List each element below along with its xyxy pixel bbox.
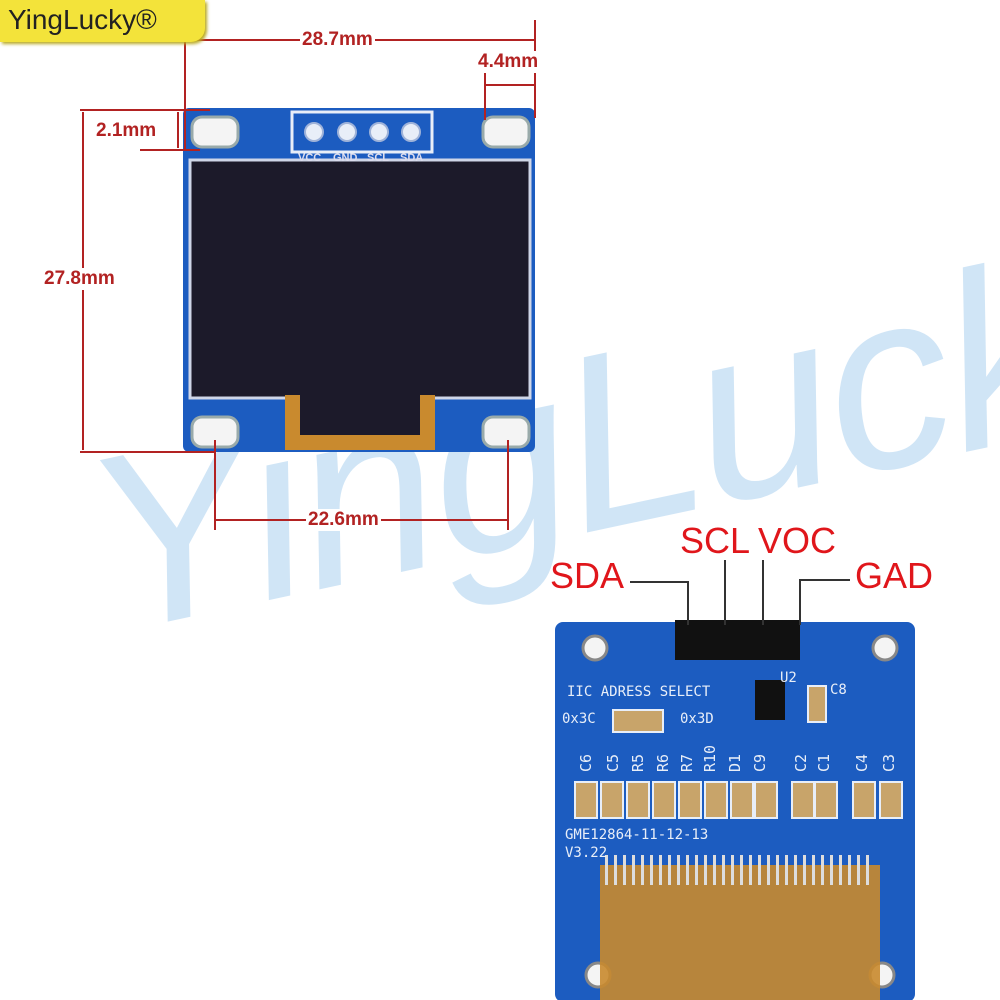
silk-component: R7 [678,753,696,772]
silk-component: C1 [815,753,833,772]
silk-component: D1 [726,753,744,772]
label-sda: SDA [550,555,625,596]
silk-address-title: IIC ADRESS SELECT [567,684,711,700]
label-gad: GAD [855,555,934,596]
u2-chip [755,680,785,720]
silk-component: C5 [604,753,622,772]
mount-hole [581,634,609,662]
silk-u2: U2 [780,670,797,686]
silk-model: GME12864-11-12-13 [565,827,709,843]
flex-connector [600,865,880,1000]
dim-hole-offset-x: 4.4mm [476,51,541,73]
pin-sda [401,122,421,142]
silk-component: C4 [853,753,871,772]
front-pin-label: VCC [298,152,322,164]
pin-vcc [304,122,324,142]
header-outline [290,110,434,154]
silk-addr-a: 0x3C [562,711,596,727]
leader-lines [630,560,850,625]
front-pin-label: SDA [400,152,424,164]
silk-component: C2 [792,753,810,772]
silk-component: R5 [629,753,647,772]
silk-component: R10 [701,744,719,772]
silk-component: C9 [751,753,769,772]
label-voc: VOC [758,520,837,561]
mount-hole [481,415,531,449]
dim-height: 27.8mm [42,268,117,290]
pin-scl [369,122,389,142]
dim-width: 28.7mm [300,29,375,51]
pin-gnd [337,122,357,142]
brand-logo: YingLucky® [0,0,205,42]
smd-components [574,685,903,819]
dim-hole-spacing: 22.6mm [306,509,381,531]
silk-version: V3.22 [565,845,608,861]
silk-addr-b: 0x3D [680,711,714,727]
mount-hole [481,115,531,149]
mount-hole [871,634,899,662]
dim-hole-offset-y: 2.1mm [94,120,159,142]
silk-component: R6 [654,753,672,772]
mount-hole [190,115,240,149]
silk-c8: C8 [830,682,847,698]
silk-component: C3 [880,753,898,772]
label-scl: SCL [680,520,751,561]
pin-header [675,620,800,660]
front-pin-label: SCL [367,152,389,164]
oled-screen [188,158,532,400]
silk-component: C6 [577,753,595,772]
front-pin-label: GND [333,152,358,164]
